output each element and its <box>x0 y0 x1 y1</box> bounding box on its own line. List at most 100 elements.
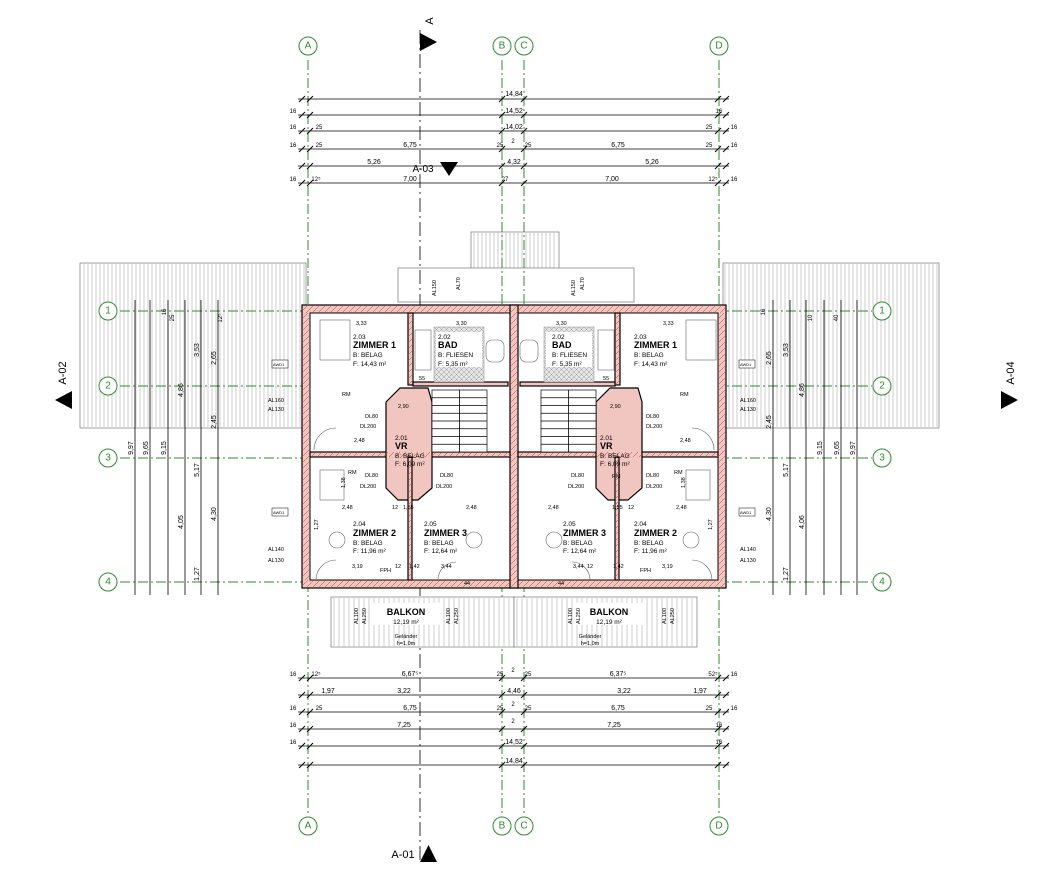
svg-text:25: 25 <box>525 706 532 712</box>
axis-bubble-1-left: 1 <box>98 301 118 321</box>
building-walls <box>301 304 727 589</box>
svg-text:2.04: 2.04 <box>634 521 647 528</box>
section-arrow-left-icon <box>55 391 72 409</box>
svg-text:16: 16 <box>290 125 297 131</box>
svg-text:16: 16 <box>290 177 297 183</box>
svg-text:3,30: 3,30 <box>556 321 567 327</box>
svg-text:F: 12,64 m²: F: 12,64 m² <box>563 548 597 555</box>
svg-text:2,45: 2,45 <box>766 415 773 429</box>
svg-text:7,00: 7,00 <box>403 176 417 183</box>
axis-bubble-2-right: 2 <box>872 376 892 396</box>
svg-text:AL100: AL100 <box>354 608 360 624</box>
svg-text:1,27: 1,27 <box>783 567 790 581</box>
svg-text:AWD1: AWD1 <box>273 362 285 367</box>
grid-axes: A B C D A B C D 1 2 3 4 1 2 3 4 <box>98 36 892 836</box>
svg-text:AL70: AL70 <box>580 277 586 290</box>
svg-text:3,53: 3,53 <box>194 343 201 357</box>
svg-text:12,19 m²: 12,19 m² <box>393 619 419 626</box>
svg-text:16: 16 <box>290 706 297 712</box>
svg-text:2: 2 <box>105 381 111 392</box>
svg-text:55: 55 <box>603 376 609 382</box>
room-label-vr-left: 2.01 VR B: BELAG F: 6,09 m² <box>395 435 425 468</box>
svg-text:25: 25 <box>316 706 323 712</box>
svg-text:4,30: 4,30 <box>211 507 218 521</box>
svg-text:3,22: 3,22 <box>617 688 631 695</box>
section-arrow-bottom-icon <box>420 845 437 862</box>
room-label-zimmer3-left: 2.05 ZIMMER 3 B: BELAG F: 12,64 m² <box>424 521 467 555</box>
svg-text:AWD1: AWD1 <box>740 510 752 515</box>
svg-text:4: 4 <box>879 577 885 588</box>
svg-text:AL150: AL150 <box>571 280 577 296</box>
svg-text:B: BELAG: B: BELAG <box>395 453 425 460</box>
svg-text:1,27: 1,27 <box>314 519 320 530</box>
svg-text:B: B <box>499 821 506 832</box>
section-arrow-top-icon <box>420 33 437 51</box>
svg-text:16: 16 <box>716 109 723 115</box>
svg-text:14,84: 14,84 <box>505 91 523 98</box>
svg-text:DL200: DL200 <box>360 484 376 490</box>
svg-text:AL160: AL160 <box>740 398 756 404</box>
section-marker-left: A-02 <box>55 361 72 409</box>
svg-text:4,32: 4,32 <box>507 159 521 166</box>
svg-text:h=1,0m: h=1,0m <box>397 641 416 647</box>
svg-text:RM: RM <box>674 470 683 476</box>
room-label-zimmer2-right: 2.04 ZIMMER 2 B: BELAG F: 11,96 m² <box>634 521 677 555</box>
svg-text:2: 2 <box>511 668 515 674</box>
svg-text:2.05: 2.05 <box>563 521 576 528</box>
svg-text:Geländer: Geländer <box>579 634 602 640</box>
room-label-bad-left: 2.02 BAD B: FLIESEN F: 5,35 m² <box>436 332 482 368</box>
svg-text:6,75: 6,75 <box>611 142 625 149</box>
svg-text:F: 6,09 m²: F: 6,09 m² <box>600 461 630 468</box>
room-label-zimmer3-right: 2.05 ZIMMER 3 B: BELAG F: 12,64 m² <box>563 521 606 555</box>
svg-text:B: BELAG: B: BELAG <box>353 352 383 359</box>
svg-text:14,84: 14,84 <box>505 758 523 765</box>
svg-text:AL250: AL250 <box>362 608 368 624</box>
dimension-chains-right: 9,97 9,65 9,15 3,53 2,65 2,45 5,17 4,06 … <box>761 300 858 595</box>
section-marker-upper-center: A-03 <box>412 162 458 176</box>
svg-text:3: 3 <box>105 453 111 464</box>
svg-text:7,25: 7,25 <box>397 722 411 729</box>
svg-text:AL130: AL130 <box>268 558 284 564</box>
svg-text:F: 14,43 m²: F: 14,43 m² <box>353 361 387 368</box>
balcony-left: BALKON 12,19 m² Geländer h=1,0m <box>330 596 515 648</box>
svg-text:7,25: 7,25 <box>607 722 621 729</box>
svg-text:16: 16 <box>290 143 297 149</box>
svg-text:14,52: 14,52 <box>505 108 523 115</box>
svg-text:3,33: 3,33 <box>663 321 674 327</box>
svg-text:AL250: AL250 <box>670 608 676 624</box>
svg-text:3,30: 3,30 <box>456 321 467 327</box>
svg-text:9,15: 9,15 <box>817 441 824 455</box>
svg-text:16: 16 <box>731 143 738 149</box>
svg-text:RM: RM <box>342 392 351 398</box>
staircase-right <box>540 389 597 453</box>
section-label-top: A <box>424 17 436 25</box>
svg-text:1,27: 1,27 <box>708 519 714 530</box>
svg-text:4,86: 4,86 <box>178 383 185 397</box>
svg-text:AL100: AL100 <box>662 608 668 624</box>
svg-text:B: BELAG: B: BELAG <box>563 540 593 547</box>
svg-text:6,75: 6,75 <box>403 142 417 149</box>
svg-text:2,90: 2,90 <box>398 404 409 410</box>
svg-text:B: FLIESEN: B: FLIESEN <box>438 352 473 359</box>
svg-text:C: C <box>520 41 527 52</box>
svg-text:25: 25 <box>316 143 323 149</box>
svg-text:2,48: 2,48 <box>680 438 691 444</box>
section-marker-right: A-04 <box>1001 361 1018 409</box>
svg-text:4,86: 4,86 <box>799 383 806 397</box>
svg-text:RM: RM <box>680 392 689 398</box>
svg-text:10: 10 <box>808 314 814 321</box>
svg-text:1: 1 <box>879 306 885 317</box>
section-arrow-right-icon <box>1001 391 1018 409</box>
svg-text:DL80: DL80 <box>365 414 378 420</box>
svg-text:AL140: AL140 <box>740 547 756 553</box>
svg-text:2.02: 2.02 <box>438 334 451 341</box>
svg-text:27: 27 <box>502 177 509 183</box>
staircase-left <box>431 389 488 453</box>
svg-text:AL150: AL150 <box>432 280 438 296</box>
svg-text:25: 25 <box>706 143 713 149</box>
room-label-zimmer2-left: 2.04 ZIMMER 2 B: BELAG F: 11,96 m² <box>353 521 396 555</box>
svg-text:7,00: 7,00 <box>605 176 619 183</box>
axis-bubble-C-bottom: C <box>514 816 534 836</box>
svg-text:ZIMMER 2: ZIMMER 2 <box>353 528 396 538</box>
svg-text:ZIMMER 1: ZIMMER 1 <box>353 340 396 350</box>
